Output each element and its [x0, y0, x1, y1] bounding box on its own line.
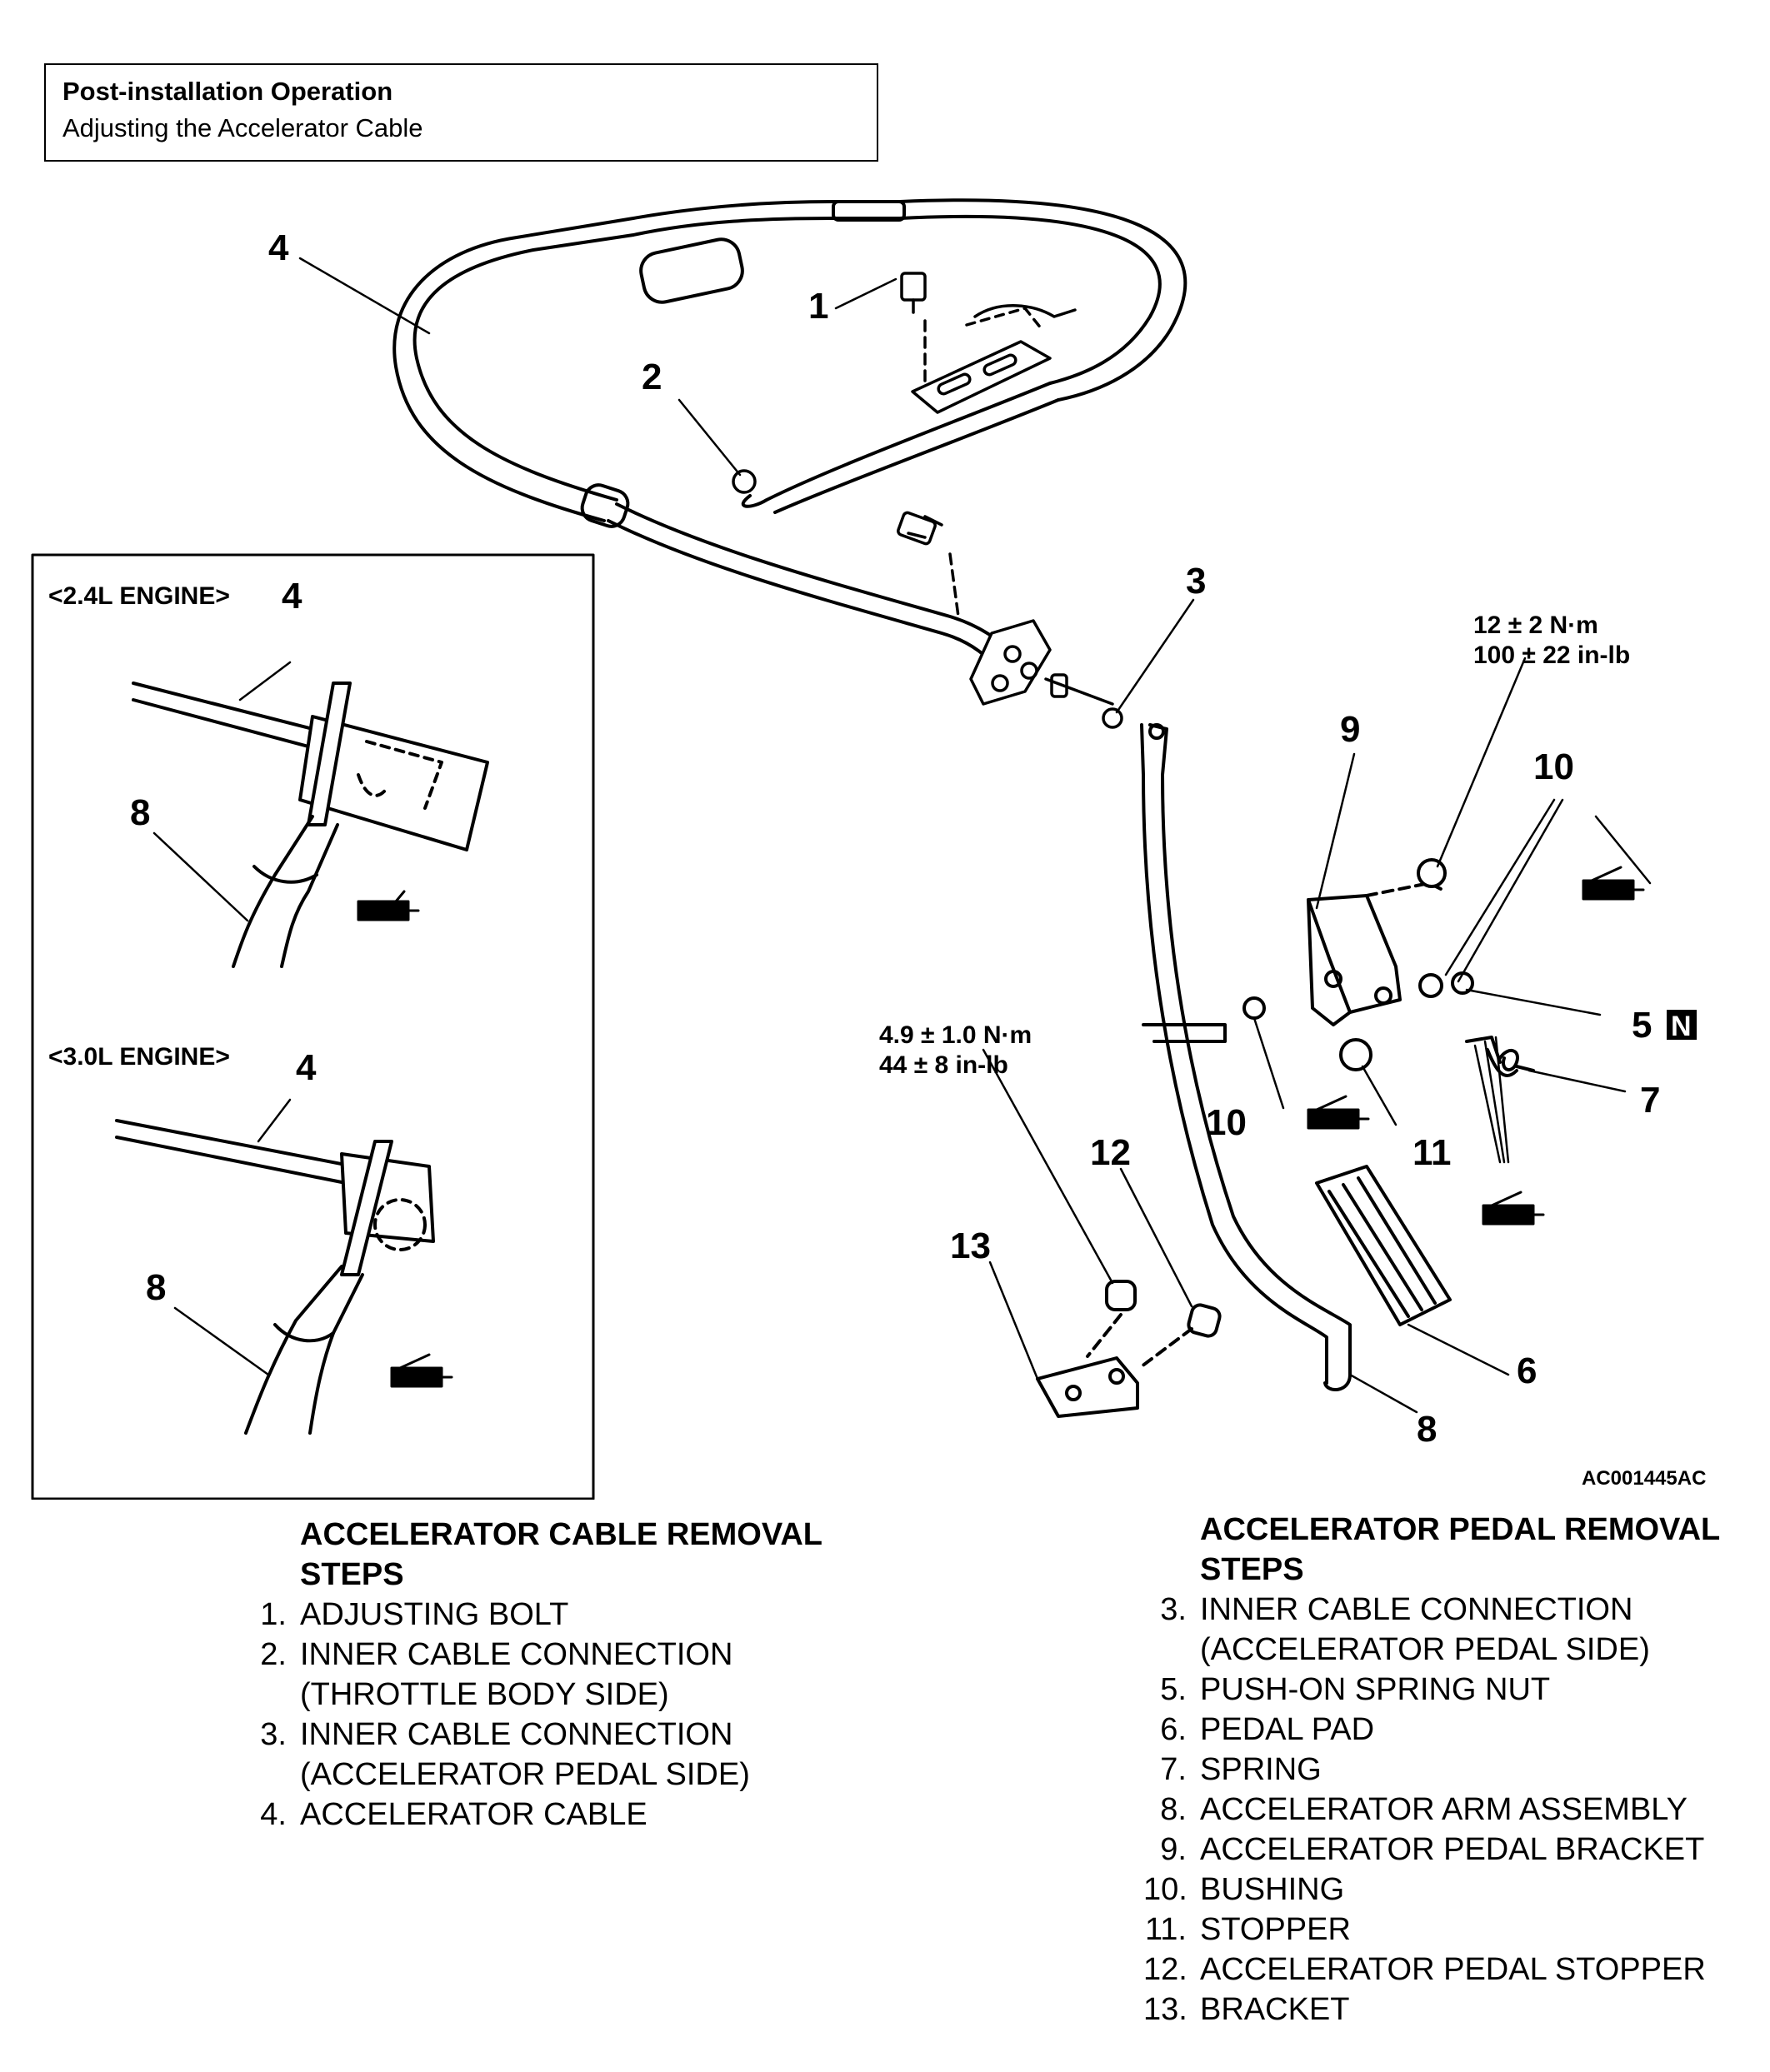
engine-inset-box: [31, 553, 595, 1500]
adjusting-bolt-assembly: [732, 272, 1077, 494]
callout-1: 1: [808, 286, 828, 327]
step-text: ACCELERATOR PEDAL BRACKET: [1200, 1832, 1705, 1867]
callout-4-inset30: 4: [296, 1047, 317, 1088]
callout-8-inset30: 8: [146, 1267, 166, 1308]
step-text: SPRING: [1200, 1752, 1322, 1787]
pedal-step-item: 9. ACCELERATOR PEDAL BRACKET: [1143, 1830, 1760, 1870]
pedal-step-item: 3. INNER CABLE CONNECTION (ACCELERATOR P…: [1143, 1590, 1760, 1670]
step-text: (ACCELERATOR PEDAL SIDE): [300, 1757, 750, 1792]
torque-bracket-nm: 12 ± 2 N·m: [1473, 612, 1598, 639]
grease-markers: [357, 866, 1645, 1388]
figure-code: AC001445AC: [1582, 1467, 1706, 1490]
callout-7: 7: [1640, 1080, 1660, 1121]
callout-10-lower: 10: [1206, 1102, 1247, 1143]
cable-step-item: 2. INNER CABLE CONNECTION (THROTTLE BODY…: [243, 1635, 910, 1715]
step-number: 8.: [1160, 1792, 1187, 1827]
cable-step-item: 3. INNER CABLE CONNECTION (ACCELERATOR P…: [243, 1715, 910, 1795]
callout-3: 3: [1186, 561, 1206, 602]
step-text: (ACCELERATOR PEDAL SIDE): [1200, 1632, 1650, 1667]
pedal-bracket: [1242, 858, 1474, 1071]
n-mark-letter: N: [1671, 1011, 1692, 1042]
section-subtitle: Adjusting the Accelerator Cable: [62, 113, 423, 142]
step-text: ACCELERATOR CABLE: [300, 1797, 648, 1832]
callout-4-main: 4: [268, 227, 289, 268]
pedal-step-item: 6. PEDAL PAD: [1143, 1710, 1760, 1750]
step-text: PEDAL PAD: [1200, 1712, 1375, 1747]
pedal-removal-steps: ACCELERATOR PEDAL REMOVAL STEPS 3. INNER…: [1143, 1510, 1760, 2030]
accelerator-arm: [1140, 723, 1352, 1391]
callout-2: 2: [642, 357, 662, 397]
cable-steps-heading-2: STEPS: [300, 1557, 404, 1592]
step-number: 6.: [1160, 1712, 1187, 1747]
step-text: (THROTTLE BODY SIDE): [300, 1677, 669, 1712]
pedal-step-item: 12. ACCELERATOR PEDAL STOPPER: [1143, 1950, 1760, 1990]
pedal-step-item: 7. SPRING: [1143, 1750, 1760, 1790]
callout-6: 6: [1517, 1351, 1537, 1391]
step-text: INNER CABLE CONNECTION: [300, 1637, 733, 1672]
step-number: 11.: [1144, 1912, 1187, 1947]
step-text: ADJUSTING BOLT: [300, 1597, 569, 1632]
pedal-step-item: 10. BUSHING: [1143, 1870, 1760, 1910]
pedal-step-item: 5. PUSH-ON SPRING NUT: [1143, 1670, 1760, 1710]
n-mark-box: [1667, 1010, 1697, 1040]
step-number: 4.: [260, 1797, 287, 1832]
step-text: BRACKET: [1200, 1992, 1350, 2027]
step-number: 3.: [1160, 1592, 1187, 1627]
step-text: PUSH-ON SPRING NUT: [1200, 1672, 1551, 1707]
callout-5: 5: [1632, 1005, 1652, 1046]
accelerator-cable: [392, 198, 1188, 677]
leader-lines: [152, 257, 1652, 1414]
step-number: 12.: [1143, 1952, 1188, 1987]
pedal-pad: [1315, 1165, 1452, 1326]
inset-label-24: <2.4L ENGINE>: [48, 582, 230, 610]
pedal-step-item: 13. BRACKET: [1143, 1990, 1760, 2030]
cable-removal-steps: ACCELERATOR CABLE REMOVAL STEPS 1. ADJUS…: [243, 1515, 910, 1835]
callout-10-upper: 10: [1533, 746, 1574, 787]
step-number: 3.: [260, 1717, 287, 1752]
inset-30-detail: [115, 1119, 435, 1435]
pedal-step-item: 11. STOPPER: [1143, 1910, 1760, 1950]
step-number: 9.: [1160, 1832, 1187, 1867]
step-number: 1.: [260, 1597, 287, 1632]
header-box: Post-installation Operation Adjusting th…: [44, 63, 878, 162]
pedal-steps-heading-2: STEPS: [1200, 1552, 1304, 1587]
callout-12: 12: [1090, 1132, 1131, 1173]
cable-steps-heading-1: ACCELERATOR CABLE REMOVAL: [300, 1517, 822, 1552]
step-text: INNER CABLE CONNECTION: [300, 1717, 733, 1752]
cable-step-item: 4. ACCELERATOR CABLE: [243, 1795, 910, 1835]
step-text: STOPPER: [1200, 1912, 1351, 1947]
torque-bracket-inlb: 100 ± 22 in-lb: [1473, 642, 1630, 669]
inset-24-detail: [132, 682, 489, 968]
callout-11: 11: [1412, 1132, 1452, 1173]
pedal-step-item: 8. ACCELERATOR ARM ASSEMBLY: [1143, 1790, 1760, 1830]
inset-label-30: <3.0L ENGINE>: [48, 1043, 230, 1071]
step-number: 2.: [260, 1637, 287, 1672]
torque-stopper-nm: 4.9 ± 1.0 N·m: [879, 1021, 1032, 1049]
step-number: 13.: [1143, 1992, 1188, 2027]
callout-9: 9: [1340, 709, 1360, 750]
pedal-steps-heading-1: ACCELERATOR PEDAL REMOVAL: [1200, 1512, 1721, 1547]
cable-step-item: 1. ADJUSTING BOLT: [243, 1595, 910, 1635]
section-title: Post-installation Operation: [62, 77, 393, 106]
torque-stopper-inlb: 44 ± 8 in-lb: [879, 1051, 1008, 1079]
step-text: BUSHING: [1200, 1872, 1345, 1907]
step-text: INNER CABLE CONNECTION: [1200, 1592, 1633, 1627]
step-number: 10.: [1143, 1872, 1188, 1907]
callout-4-inset24: 4: [282, 576, 302, 617]
step-text: ACCELERATOR ARM ASSEMBLY: [1200, 1792, 1688, 1827]
callout-13: 13: [950, 1226, 991, 1266]
step-text: ACCELERATOR PEDAL STOPPER: [1200, 1952, 1706, 1987]
stopper-bracket: [1036, 1280, 1222, 1418]
callout-8-inset24: 8: [130, 792, 150, 833]
step-number: 7.: [1160, 1752, 1187, 1787]
pedal-side-cable-end: [897, 511, 1123, 729]
step-number: 5.: [1160, 1672, 1187, 1707]
exploded-diagram: 4 1 2 3 9 10 5 N 7 10 11 12 13 6 8 4 8 4…: [31, 198, 1706, 1500]
callout-8-main: 8: [1417, 1409, 1437, 1450]
